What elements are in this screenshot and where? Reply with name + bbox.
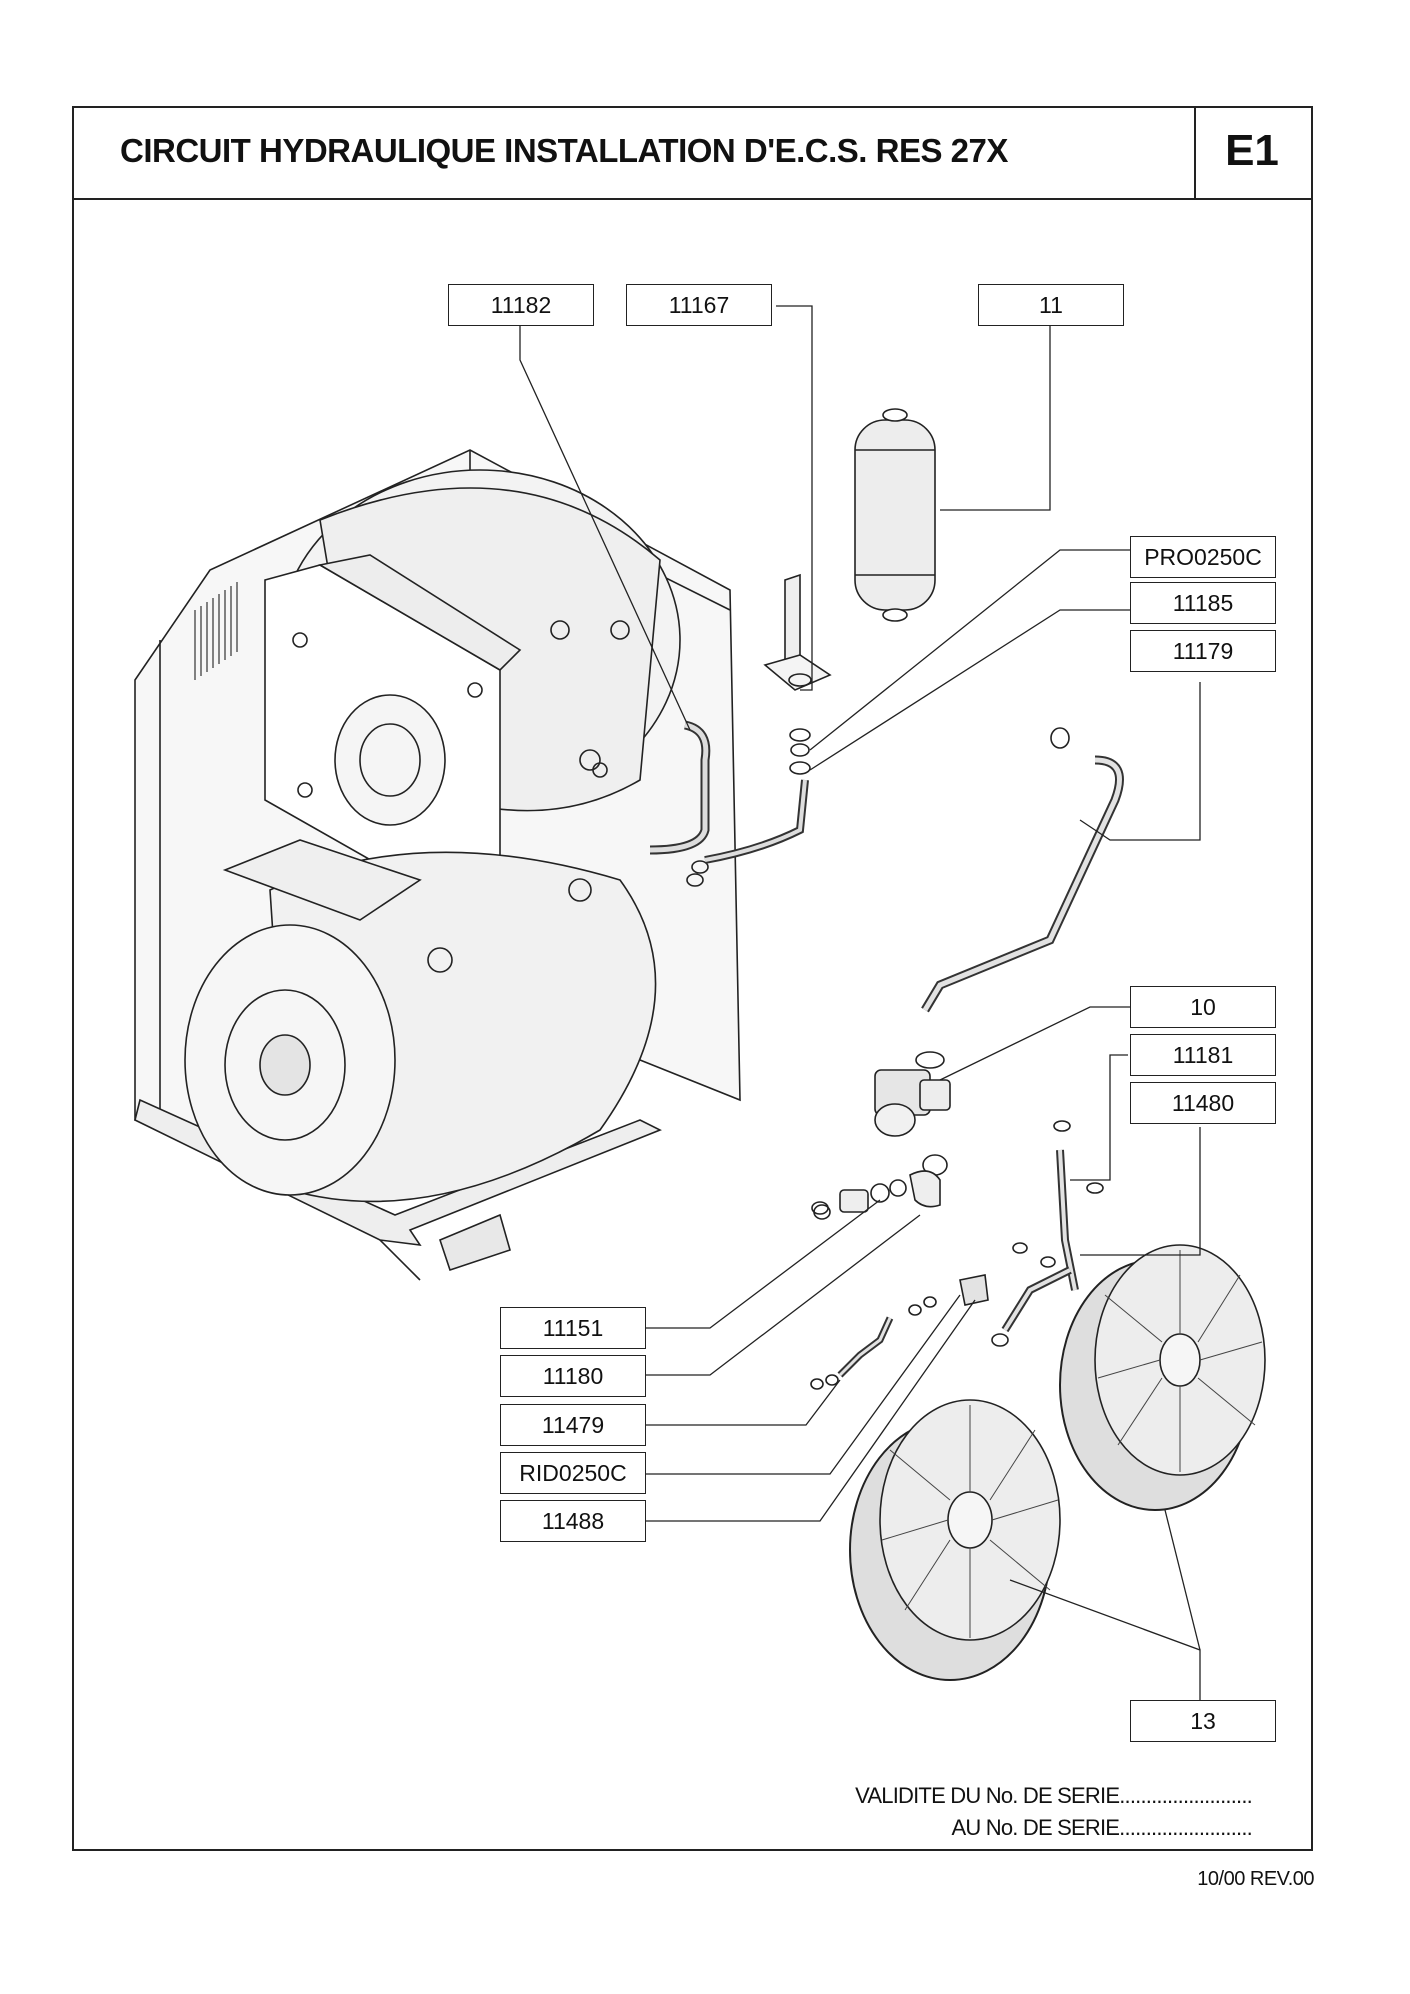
lower-tank <box>184 839 657 1203</box>
validity-from-serial: VALIDITE DU No. DE SERIE................… <box>855 1783 1253 1808</box>
label-11180: 11180 <box>500 1355 646 1397</box>
label-11488: 11488 <box>500 1500 646 1542</box>
circulation-pump <box>874 1051 951 1176</box>
mounting-bracket <box>763 573 832 691</box>
page-frame <box>72 106 1313 1851</box>
label-10: 10 <box>1130 986 1276 1028</box>
label-11479: 11479 <box>500 1404 646 1446</box>
section-code: E1 <box>1225 126 1279 175</box>
pipes <box>649 720 1124 1378</box>
label-pro0250c: PRO0250C <box>1130 536 1276 578</box>
front-panel <box>264 554 522 906</box>
revision-note: 10/00 REV.00 <box>1197 1868 1314 1890</box>
validity-to-serial: AU No. DE SERIE......................... <box>951 1815 1252 1840</box>
label-11182: 11182 <box>448 284 594 326</box>
flat-expansion-vessel-right <box>1059 1244 1266 1511</box>
label-13: 13 <box>1130 1700 1276 1742</box>
label-11167: 11167 <box>626 284 772 326</box>
serial-validity: VALIDITE DU No. DE SERIE................… <box>855 1780 1253 1844</box>
leader-lines <box>519 305 1201 1700</box>
pump-fittings <box>813 1170 989 1306</box>
flat-expansion-vessel-left <box>849 1399 1061 1681</box>
expansion-vessel <box>854 408 936 622</box>
label-rid0250c: RID0250C <box>500 1452 646 1494</box>
fittings-cluster <box>686 727 1104 1390</box>
header-divider <box>1194 106 1196 198</box>
label-11179: 11179 <box>1130 630 1276 672</box>
label-11151: 11151 <box>500 1307 646 1349</box>
label-11480: 11480 <box>1130 1082 1276 1124</box>
label-11: 11 <box>978 284 1124 326</box>
page-title: CIRCUIT HYDRAULIQUE INSTALLATION D'E.C.S… <box>120 132 1008 169</box>
page-header: CIRCUIT HYDRAULIQUE INSTALLATION D'E.C.S… <box>72 106 1313 200</box>
label-11185: 11185 <box>1130 582 1276 624</box>
label-11181: 11181 <box>1130 1034 1276 1076</box>
